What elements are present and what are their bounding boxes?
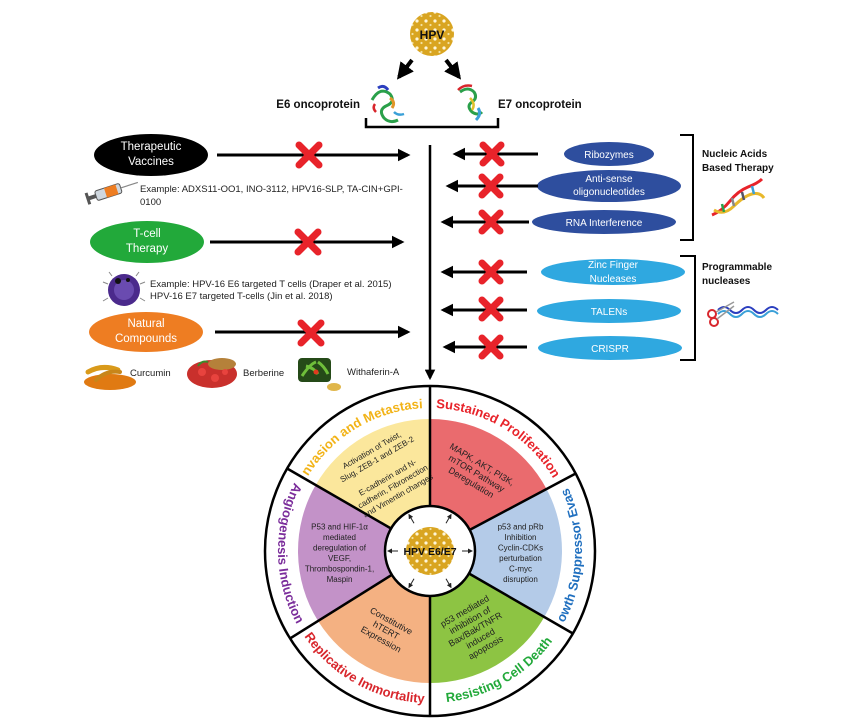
segment-body-line: p53 and pRb [498, 522, 544, 531]
natural-compounds-ellipse[interactable] [89, 312, 203, 352]
syringe-icon [84, 181, 139, 205]
e6-label: E6 oncoprotein [276, 99, 360, 111]
radial-arrow [408, 578, 415, 589]
t-cell-example-line-1: Example: HPV-16 E6 targeted T cells (Dra… [150, 279, 392, 290]
vaccines-example-line-1: Example: ADXS11-OO1, INO-3112, HPV16-SLP… [140, 184, 403, 195]
virus-icon [410, 12, 454, 56]
nuclease-item-zinc-finger[interactable]: Zinc Finger Nucleases [541, 259, 685, 285]
block-x-icon [478, 334, 504, 360]
therapeutic-vaccines-label-1: Therapeutic [121, 141, 182, 153]
segment-body-line: Inhibition [504, 533, 536, 542]
block-x-icon [294, 228, 322, 256]
berries-icon [187, 358, 237, 388]
block-x-icon [478, 209, 504, 235]
segment-sustained-proliferation [430, 419, 547, 530]
segment-body-line: Thrombospondin-1, [305, 564, 374, 573]
t-cell-example-line-2: HPV-16 E7 targeted T-cells (Jin et al. 2… [150, 291, 333, 302]
t-cell-icon [102, 271, 146, 306]
nucleic-acids-title-1: Nucleic Acids [702, 149, 768, 160]
e6-protein-icon [370, 84, 405, 124]
therapy-natural-compounds[interactable]: Natural Compounds [89, 312, 203, 352]
segment-body-line: C-myc [509, 564, 532, 573]
radial-arrow [445, 513, 452, 524]
e7-label: E7 oncoprotein [498, 99, 582, 111]
programmable-nucleases-title-2: nucleases [702, 276, 751, 287]
radial-arrow [408, 513, 415, 524]
crispr-label: CRISPR [591, 344, 629, 355]
nucleic-acids-title-2: Based Therapy [702, 163, 774, 174]
nucleic-item-ribozymes[interactable]: Ribozymes [564, 142, 654, 166]
t-cell-therapy-ellipse[interactable] [90, 221, 204, 263]
arrow-to-e6 [396, 58, 414, 80]
block-x-icon [295, 141, 323, 169]
programmable-nucleases-bracket [680, 255, 696, 361]
e7-protein-icon [457, 84, 484, 122]
therapeutic-vaccines-label-2: Vaccines [128, 156, 174, 168]
zinc-finger-label-1: Zinc Finger [588, 260, 639, 271]
ribozymes-label: Ribozymes [584, 150, 633, 161]
segment-body-line: perturbation [499, 554, 542, 563]
nucleic-acids-bracket [680, 134, 694, 241]
antisense-label-2: oligonucleotides [573, 187, 645, 198]
block-x-icon [478, 259, 504, 285]
virus-icon [406, 527, 454, 575]
hpv-virus: HPV [410, 12, 454, 56]
antisense-label-1: Anti-sense [585, 174, 633, 185]
segment-body-line: Maspin [327, 575, 353, 584]
radial-arrow [445, 578, 452, 589]
talens-label: TALENs [591, 307, 628, 318]
scissors-dna-icon [707, 301, 779, 327]
zinc-finger-label-2: Nucleases [590, 274, 637, 285]
nuclease-item-crispr[interactable]: CRISPR [538, 336, 682, 360]
t-cell-therapy-label-1: T-cell [133, 228, 160, 240]
block-x-icon [479, 141, 505, 167]
segment-body-line: VEGF, [328, 554, 351, 563]
programmable-nucleases-title-1: Programmable [702, 262, 772, 273]
segment-body-line: disruption [503, 575, 538, 584]
therapy-t-cell[interactable]: T-cell Therapy [90, 221, 204, 263]
segment-growth-suppressor-evasion [468, 489, 562, 617]
virus-label: HPV [420, 28, 445, 42]
oncoprotein-bracket [364, 118, 500, 129]
segment-body-line: P53 and HIF-1α [311, 522, 368, 531]
segment-body-line: mediated [323, 533, 356, 542]
segment-replicative-immortality [318, 574, 430, 684]
vaccines-example-line-2: 0100 [140, 197, 161, 208]
natural-compounds-label-1: Natural [127, 318, 164, 330]
compound-berberine: Berberine [243, 368, 284, 379]
turmeric-icon [84, 364, 136, 390]
plant-icon [298, 358, 341, 391]
nuclease-item-talens[interactable]: TALENs [537, 299, 681, 323]
segment-divider [289, 573, 393, 640]
natural-compounds-label-2: Compounds [115, 333, 177, 345]
nucleic-item-rna-interference[interactable]: RNA Interference [532, 210, 676, 234]
segment-body-line: deregulation of [313, 543, 367, 552]
segment-angiogenesis-induction [298, 485, 392, 621]
therapy-therapeutic-vaccines[interactable]: Therapeutic Vaccines [94, 134, 208, 176]
segment-divider [468, 572, 574, 635]
dna-helix-icon [711, 177, 766, 217]
compound-withaferin-a: Withaferin-A [347, 367, 400, 378]
arrow-to-e7 [444, 58, 462, 80]
block-x-icon [478, 296, 504, 322]
rna-interference-label: RNA Interference [566, 218, 643, 229]
t-cell-therapy-label-2: Therapy [126, 243, 168, 255]
block-x-icon [478, 173, 504, 199]
block-x-icon [297, 319, 325, 347]
wheel-center-label: HPV E6/E7 [403, 546, 456, 558]
segment-divider [286, 467, 392, 530]
segment-divider [469, 472, 577, 531]
nucleic-item-antisense[interactable]: Anti-sense oligonucleotides [537, 170, 681, 202]
therapeutic-vaccines-ellipse[interactable] [94, 134, 208, 176]
compound-curcumin: Curcumin [130, 368, 171, 379]
segment-body-line: Cyclin-CDKs [498, 543, 543, 552]
